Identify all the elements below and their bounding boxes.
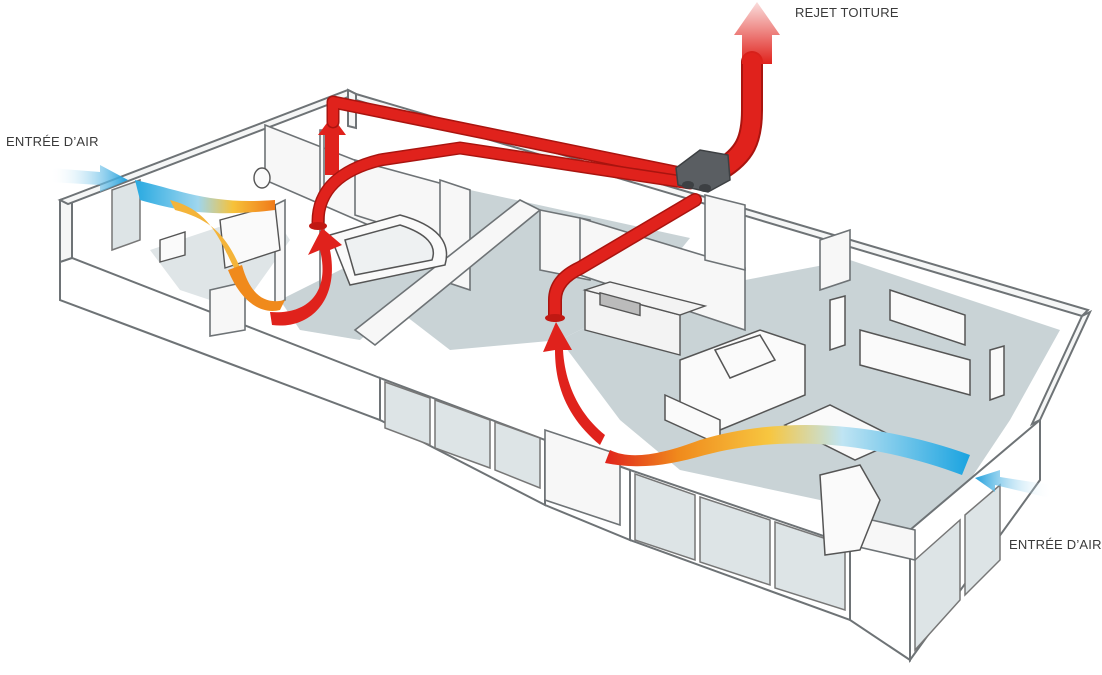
roof-exhaust-label: REJET TOITURE <box>795 5 899 20</box>
extract-arrow-kitchen <box>543 322 605 445</box>
roof-exhaust-arrow <box>734 2 780 64</box>
tv-stand <box>829 288 1005 402</box>
air-inlet-arrow-right <box>975 470 1052 498</box>
air-inlet-label-left: ENTRÉE D’AIR <box>6 134 99 149</box>
fresh-air-flow-left <box>135 180 285 311</box>
kitchen-counter <box>582 281 708 356</box>
extract-arrow-toilet <box>318 116 346 175</box>
air-inlet-label-right: ENTRÉE D’AIR <box>1009 537 1102 552</box>
air-inlet-arrow-left <box>50 165 128 192</box>
fresh-air-flow-right <box>605 424 970 475</box>
bedroom-furniture <box>159 167 281 269</box>
sofa <box>664 329 806 447</box>
bathtub <box>328 214 448 286</box>
vmc-unit-icon <box>675 149 731 193</box>
armchair <box>819 464 881 556</box>
extract-arrow-bathroom <box>270 228 342 326</box>
